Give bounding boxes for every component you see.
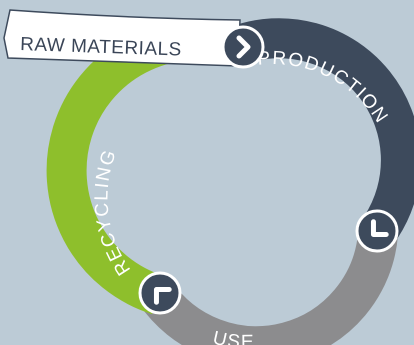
chevron-arrow-icon [221,25,265,69]
chevron-arrow-icon [355,209,399,253]
segment-use [138,231,398,345]
segment-production [228,18,414,238]
raw-materials-banner: RAW MATERIALS [3,9,241,67]
segment-recycling [46,20,242,315]
chevron-arrow-icon [138,271,182,315]
